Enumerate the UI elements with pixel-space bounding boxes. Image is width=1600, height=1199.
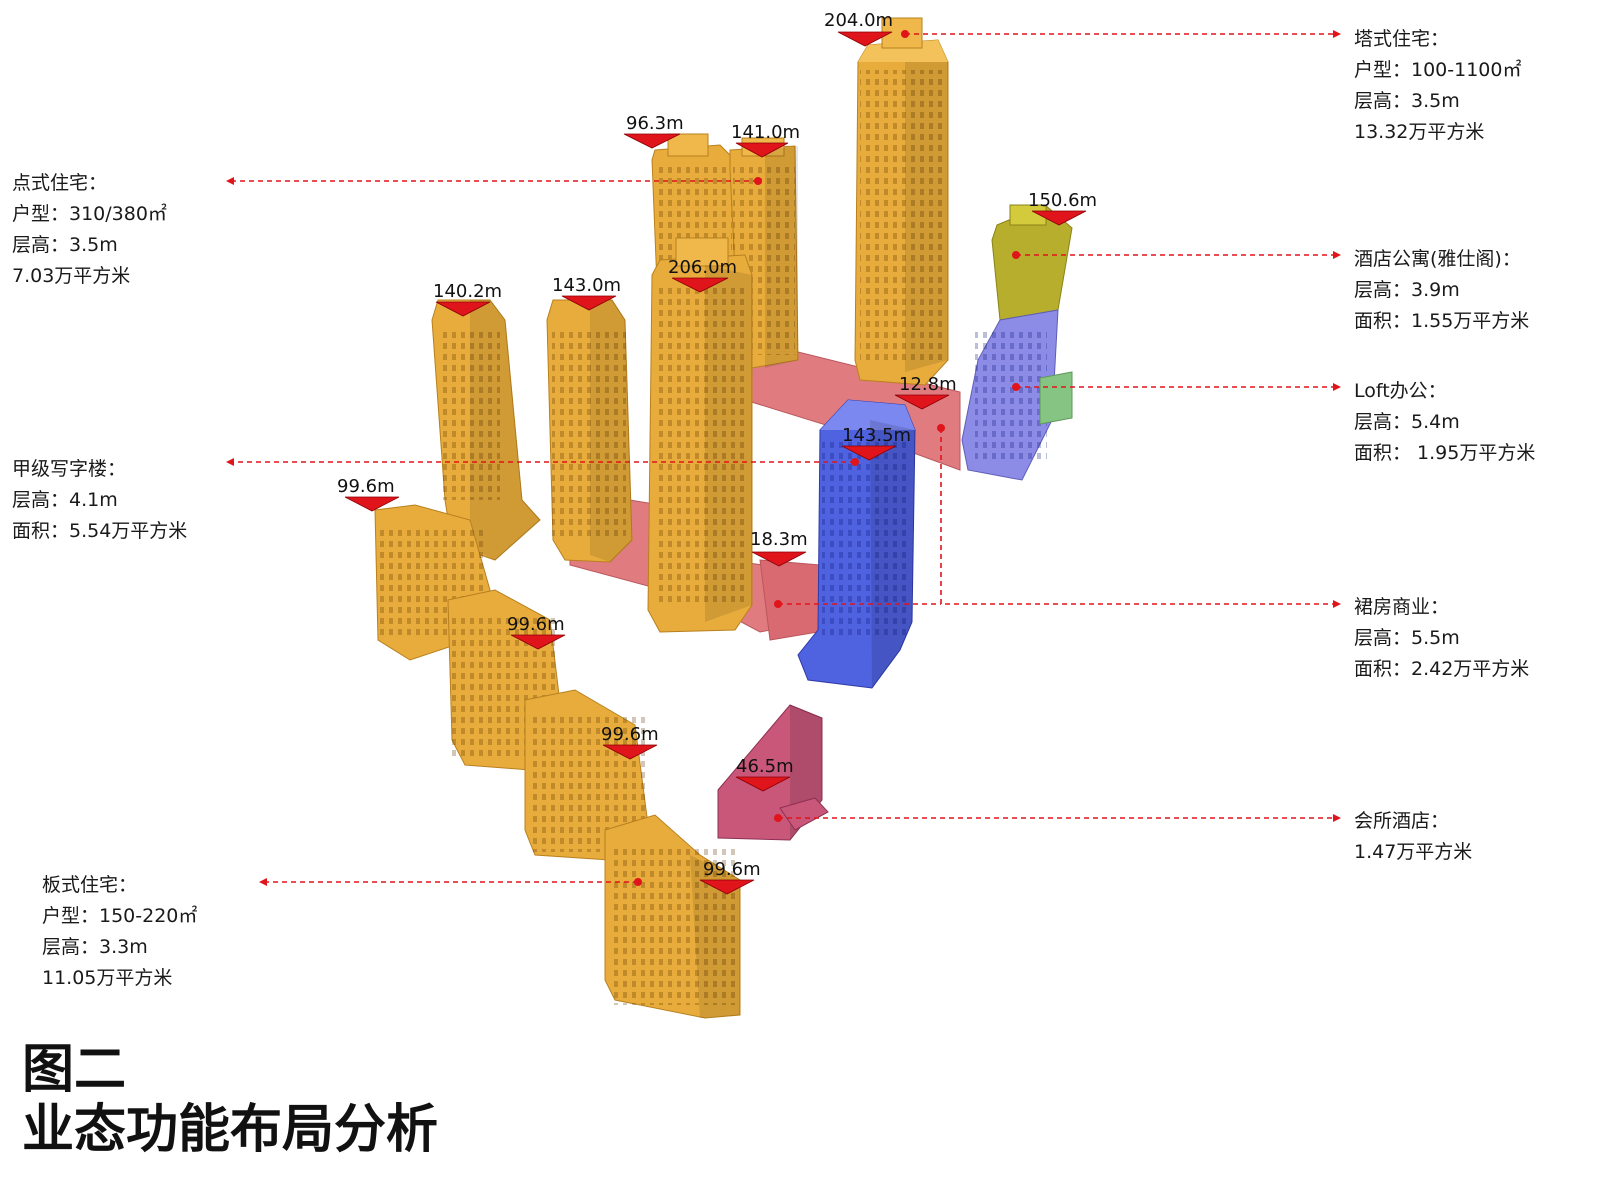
note-slab-residence: 板式住宅： 户型：150-220㎡ 层高：3.3m 11.05万平方米: [42, 870, 197, 994]
note-line: 13.32万平方米: [1354, 121, 1485, 143]
note-line: 层高：3.9m: [1354, 279, 1460, 301]
note-line: 层高：5.5m: [1354, 627, 1460, 649]
height-label: 12.8m: [899, 374, 957, 395]
note-line: 层高：5.4m: [1354, 411, 1460, 433]
tower-residence-block: [854, 17, 949, 386]
note-line: 塔式住宅：: [1354, 28, 1450, 50]
note-line: 户型：150-220㎡: [42, 905, 198, 927]
club-hotel-block: [717, 704, 829, 841]
note-line: 7.03万平方米: [12, 265, 131, 287]
height-label: 143.0m: [552, 275, 621, 296]
height-label: 143.5m: [842, 425, 911, 446]
note-loft-office: Loft办公： 层高：5.4m 面积： 1.95万平方米: [1354, 376, 1535, 469]
note-line: 11.05万平方米: [42, 967, 173, 989]
note-club-hotel: 会所酒店： 1.47万平方米: [1354, 806, 1472, 868]
height-label: 18.3m: [750, 529, 808, 550]
note-line: 户型：100-1100㎡: [1354, 59, 1522, 81]
note-grade-a-office: 甲级写字楼： 层高：4.1m 面积：5.54万平方米: [12, 454, 187, 547]
note-line: 面积：5.54万平方米: [12, 520, 188, 542]
note-line: 面积： 1.95万平方米: [1354, 442, 1536, 464]
note-line: 裙房商业：: [1354, 596, 1450, 618]
hotel-apartment-loft-tower: [961, 204, 1073, 481]
figure-number: 图二: [22, 1040, 127, 1100]
height-markers: [344, 31, 1087, 895]
leader-lines: [232, 33, 1335, 883]
office-tower-143: [546, 299, 633, 563]
note-line: 户型：310/380㎡: [12, 203, 167, 225]
note-tower-residence: 塔式住宅： 户型：100-1100㎡ 层高：3.5m 13.32万平方米: [1354, 24, 1521, 148]
blue-office-tower: [797, 399, 916, 689]
leader-dots: [634, 30, 1020, 886]
figure-caption: 业态功能布局分析: [22, 1100, 439, 1160]
note-podium-retail: 裙房商业： 层高：5.5m 面积：2.42万平方米: [1354, 592, 1529, 685]
office-tower-140: [431, 299, 541, 561]
note-line: 层高：3.3m: [42, 936, 148, 958]
note-line: 面积：2.42万平方米: [1354, 658, 1530, 680]
height-label: 150.6m: [1028, 190, 1097, 211]
note-line: 甲级写字楼：: [12, 458, 127, 480]
height-label: 140.2m: [433, 281, 502, 302]
note-line: 1.47万平方米: [1354, 841, 1473, 863]
note-line: Loft办公：: [1354, 380, 1447, 402]
slab-residence-block: [374, 504, 741, 1019]
height-label: 99.6m: [507, 614, 565, 635]
note-point-residence: 点式住宅： 户型：310/380㎡ 层高：3.5m 7.03万平方米: [12, 168, 167, 292]
height-label: 99.6m: [601, 724, 659, 745]
note-line: 层高：3.5m: [12, 234, 118, 256]
height-label: 141.0m: [731, 122, 800, 143]
height-label: 99.6m: [337, 476, 395, 497]
grade-a-office-tower: [647, 237, 753, 633]
note-line: 层高：4.1m: [12, 489, 118, 511]
note-line: 会所酒店：: [1354, 810, 1450, 832]
height-label: 99.6m: [703, 859, 761, 880]
height-labels: 204.0m 96.3m 141.0m 206.0m 150.6m 140.2m…: [337, 10, 1097, 880]
note-line: 板式住宅：: [42, 874, 138, 896]
height-label: 206.0m: [668, 257, 737, 278]
note-line: 面积：1.55万平方米: [1354, 310, 1530, 332]
leader-arrowheads: [226, 30, 1341, 886]
note-hotel-apartment: 酒店公寓(雅仕阁)： 层高：3.9m 面积：1.55万平方米: [1354, 244, 1529, 337]
figure-title: 图二 业态功能布局分析: [22, 1040, 438, 1160]
note-line: 层高：3.5m: [1354, 90, 1460, 112]
note-line: 酒店公寓(雅仕阁)：: [1354, 248, 1521, 270]
height-label: 46.5m: [736, 756, 794, 777]
height-label: 204.0m: [824, 10, 893, 31]
height-label: 96.3m: [626, 113, 684, 134]
note-line: 点式住宅：: [12, 172, 108, 194]
